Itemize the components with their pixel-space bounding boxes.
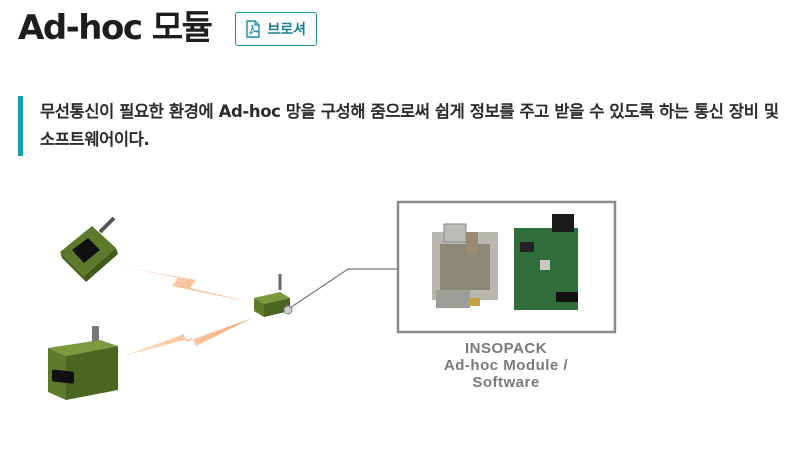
signal-bolt-icon [124, 318, 252, 356]
base-station-icon [48, 326, 118, 400]
pdf-file-icon [246, 20, 261, 38]
page-title: Ad-hoc 모듈 [18, 8, 213, 48]
brochure-label: 브로셔 [267, 22, 307, 38]
handheld-radio-icon [60, 216, 118, 282]
signal-bolt-icon [118, 266, 250, 302]
network-diagram [48, 200, 617, 400]
title-row: Ad-hoc 모듈 브로셔 [18, 6, 318, 50]
description-text: 무선통신이 필요한 환경에 Ad-hoc 망을 구성해 줌으로써 쉽게 정보를 … [40, 102, 779, 149]
caption-line-2: Ad-hoc Module / [443, 357, 569, 374]
circuit-board-photo [396, 200, 617, 334]
caption-line-3: Software [472, 374, 540, 391]
description-block: 무선통신이 필요한 환경에 Ad-hoc 망을 구성해 줌으로써 쉽게 정보를 … [18, 96, 782, 156]
brochure-button[interactable]: 브로셔 [235, 12, 318, 46]
adhoc-module-icon [254, 274, 293, 317]
caption-line-1: INSOPACK [464, 340, 548, 357]
diagram-caption: INSOPACK Ad-hoc Module / Software [396, 340, 616, 391]
